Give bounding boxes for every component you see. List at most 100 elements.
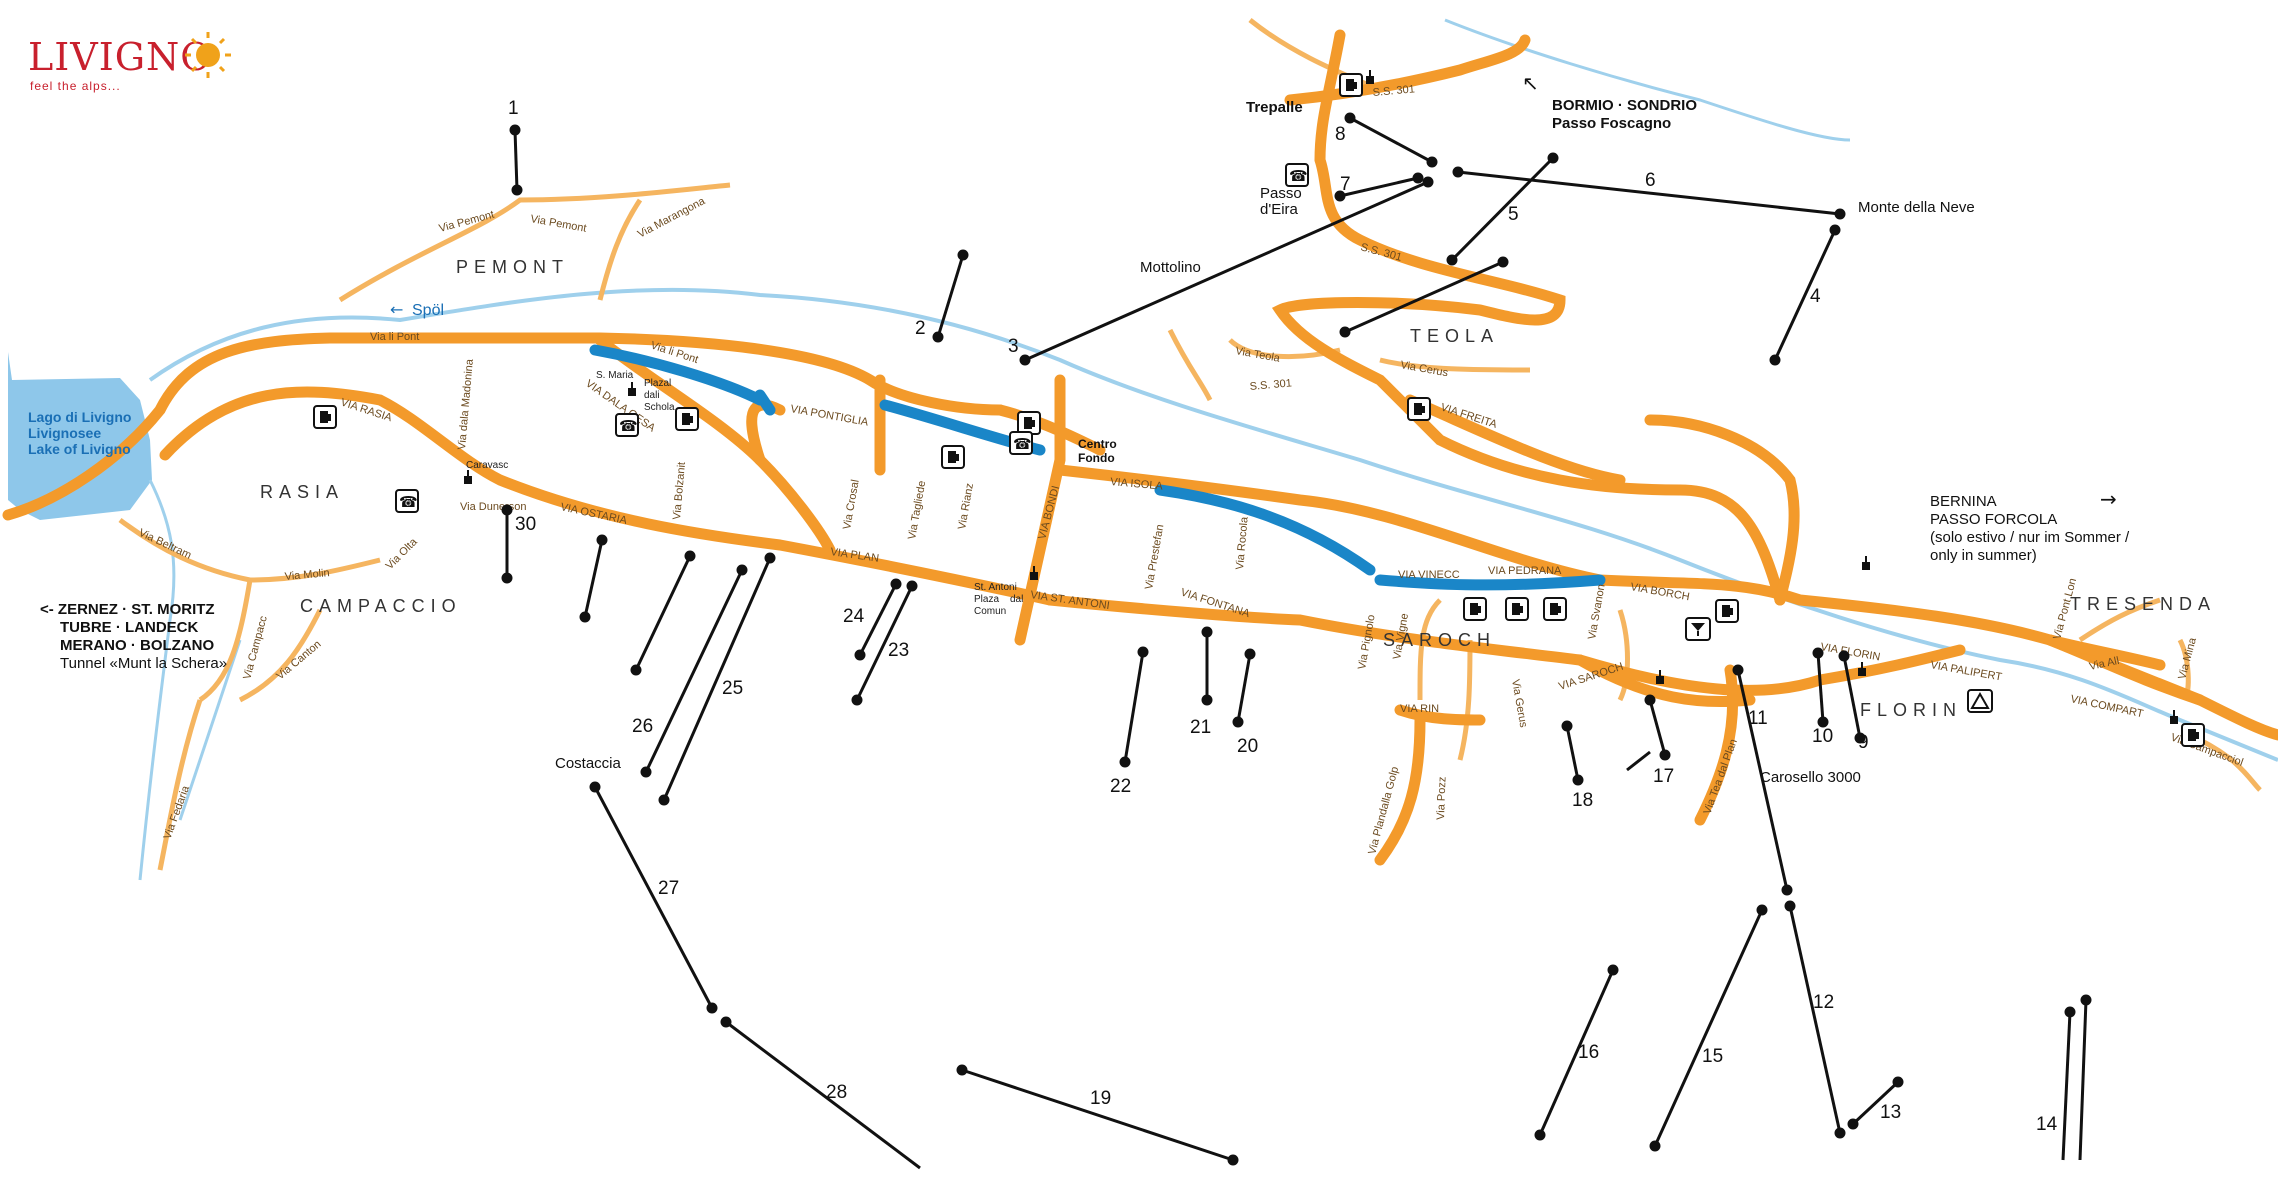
svg-text:☎: ☎ <box>619 417 638 435</box>
church-icon <box>464 470 472 484</box>
area-saroch: SAROCH <box>1383 630 1496 650</box>
area-tresenda: TRESENDA <box>2070 594 2216 614</box>
place-passo-eira-1: Passo <box>1260 185 1302 202</box>
lift-number: 25 <box>722 678 743 699</box>
lift-number: 1 <box>508 98 519 119</box>
place-centro-fondo-2: Fondo <box>1078 451 1115 465</box>
direction-bernina-4: only in summer) <box>1930 547 2037 564</box>
place-trepalle: Trepalle <box>1246 99 1303 116</box>
river-west <box>138 479 176 881</box>
lift-number: 8 <box>1335 124 1346 145</box>
street-ss301: S.S. 301 <box>1372 83 1415 99</box>
street-via-fedaria: Via Fedaria <box>162 783 193 841</box>
svg-text:☎: ☎ <box>1289 167 1308 185</box>
lake-label-3: Lake of Livigno <box>28 441 131 457</box>
lift-number: 26 <box>632 716 653 737</box>
lift-number: 15 <box>1702 1046 1723 1067</box>
lift-number: 23 <box>888 640 909 661</box>
church-icon <box>628 382 636 396</box>
street-via-rocola: Via Rocola <box>1234 516 1251 571</box>
area-rasia: RASIA <box>260 482 344 502</box>
street-ss301-c: S.S. 301 <box>1249 377 1292 393</box>
lift-number: 2 <box>915 318 926 339</box>
svg-text:☎: ☎ <box>399 493 418 511</box>
lift-number: 4 <box>1810 286 1821 307</box>
street-via-marangona: Via Marangona <box>636 195 708 241</box>
place-bormio: BORMIO · SONDRIO <box>1552 97 1697 114</box>
lift-number: 14 <box>2036 1114 2058 1135</box>
river-label: Spöl <box>412 302 444 319</box>
direction-bernina-2: PASSO FORCOLA <box>1930 511 2057 528</box>
lift-number: 5 <box>1508 204 1519 225</box>
place-plazal-3: Schola <box>644 402 675 413</box>
lift-number: 30 <box>515 514 536 535</box>
place-s-maria: S. Maria <box>596 370 634 381</box>
street-via-vinecc: VIA VINECC <box>1398 569 1460 581</box>
sun-icon <box>196 43 220 67</box>
place-monte-neve: Monte della Neve <box>1858 199 1975 216</box>
street-via-rianz: Via Rianz <box>956 482 976 530</box>
logo: LIVIGNO feel the alps... <box>28 32 231 93</box>
street-via-teola: Via Teola <box>1234 345 1281 365</box>
street-via-olta: Via Olta <box>384 535 421 572</box>
fuel-pump-icon <box>941 445 965 469</box>
street-via-dunerson: Via Dunerson <box>460 501 526 513</box>
lift-number: 13 <box>1880 1102 1901 1123</box>
fuel-pump-icon <box>1543 597 1567 621</box>
lift-number: 20 <box>1237 736 1258 757</box>
place-plaza-1: Plaza <box>974 594 999 605</box>
lift-number: 11 <box>1748 708 1768 729</box>
direction-zernez-3: MERANO · BOLZANO <box>60 637 214 654</box>
street-via-pozz: Via Pozz <box>1435 776 1449 820</box>
lift-number: 22 <box>1110 776 1131 797</box>
church-icon <box>1858 662 1866 676</box>
river-spol <box>148 287 2278 762</box>
church-icon <box>1366 70 1374 84</box>
street-via-bondi: VIA BONDI <box>1036 485 1062 541</box>
place-plazal-1: Plazal <box>644 378 671 389</box>
place-plaza-2: dal <box>1010 594 1023 605</box>
direction-bernina-3: (solo estivo / nur im Sommer / <box>1930 529 2130 546</box>
street-via-palipert: VIA PALIPERT <box>1929 659 2003 683</box>
street-via-li-pont: Via li Pont <box>370 331 419 343</box>
street-via-campacc: Via Campacc <box>241 614 270 681</box>
fuel-pump-icon <box>1017 411 1041 435</box>
telephone-icon: ☎ <box>1009 431 1033 455</box>
fuel-pump-icon <box>675 407 699 431</box>
lift-number: 3 <box>1008 336 1019 357</box>
fuel-pump-icon <box>1463 597 1487 621</box>
lift-number: 28 <box>826 1082 847 1103</box>
sun-rays-icon <box>185 32 231 78</box>
church-icon <box>1030 566 1038 580</box>
fuel-pump-icon <box>313 405 337 429</box>
main-roads <box>2 29 2278 866</box>
street-via-campacciol: Via Campacciol <box>2169 732 2245 769</box>
lift-number: 27 <box>658 878 679 899</box>
street-via-pignolo: Via Pignolo <box>1356 614 1377 671</box>
street-via-compart: VIA COMPART <box>2069 693 2144 720</box>
street-via-ostaria: VIA OSTARIA <box>559 501 628 527</box>
street-via-beltram: Via Beltram <box>137 527 193 562</box>
arrow-left-icon: ← <box>390 300 403 319</box>
lift-lines <box>501 112 2092 1170</box>
pedestrian-zones <box>589 344 1606 591</box>
arrow-right-icon: → <box>2100 487 2117 511</box>
street-via-st-antoni: VIA ST. ANTONI <box>1030 589 1111 612</box>
street-via-tea-dal-plan: Via Tea dal Plan <box>1702 738 1740 816</box>
street-via-svanon: Via Svanon <box>1586 583 1608 640</box>
direction-zernez-2: TUBRE · LANDECK <box>60 619 198 636</box>
bar-icon <box>1685 617 1711 641</box>
arrow-up-left-icon: ↖ <box>1522 71 1539 95</box>
svg-text:☎: ☎ <box>1013 435 1032 453</box>
street-via-pontiglia: VIA PONTIGLIA <box>789 403 869 429</box>
lift-number: 24 <box>843 606 865 627</box>
place-centro-fondo-1: Centro <box>1078 437 1117 451</box>
direction-bernina-1: BERNINA <box>1930 493 1997 510</box>
lift-number: 9 <box>1858 732 1869 753</box>
lift-number: 21 <box>1190 717 1211 738</box>
lift-number: 18 <box>1572 790 1593 811</box>
place-carosello: Carosello 3000 <box>1760 769 1861 786</box>
street-via-rin: VIA RIN <box>1400 703 1439 715</box>
street-via-crosal: Via Crosal <box>841 479 862 531</box>
